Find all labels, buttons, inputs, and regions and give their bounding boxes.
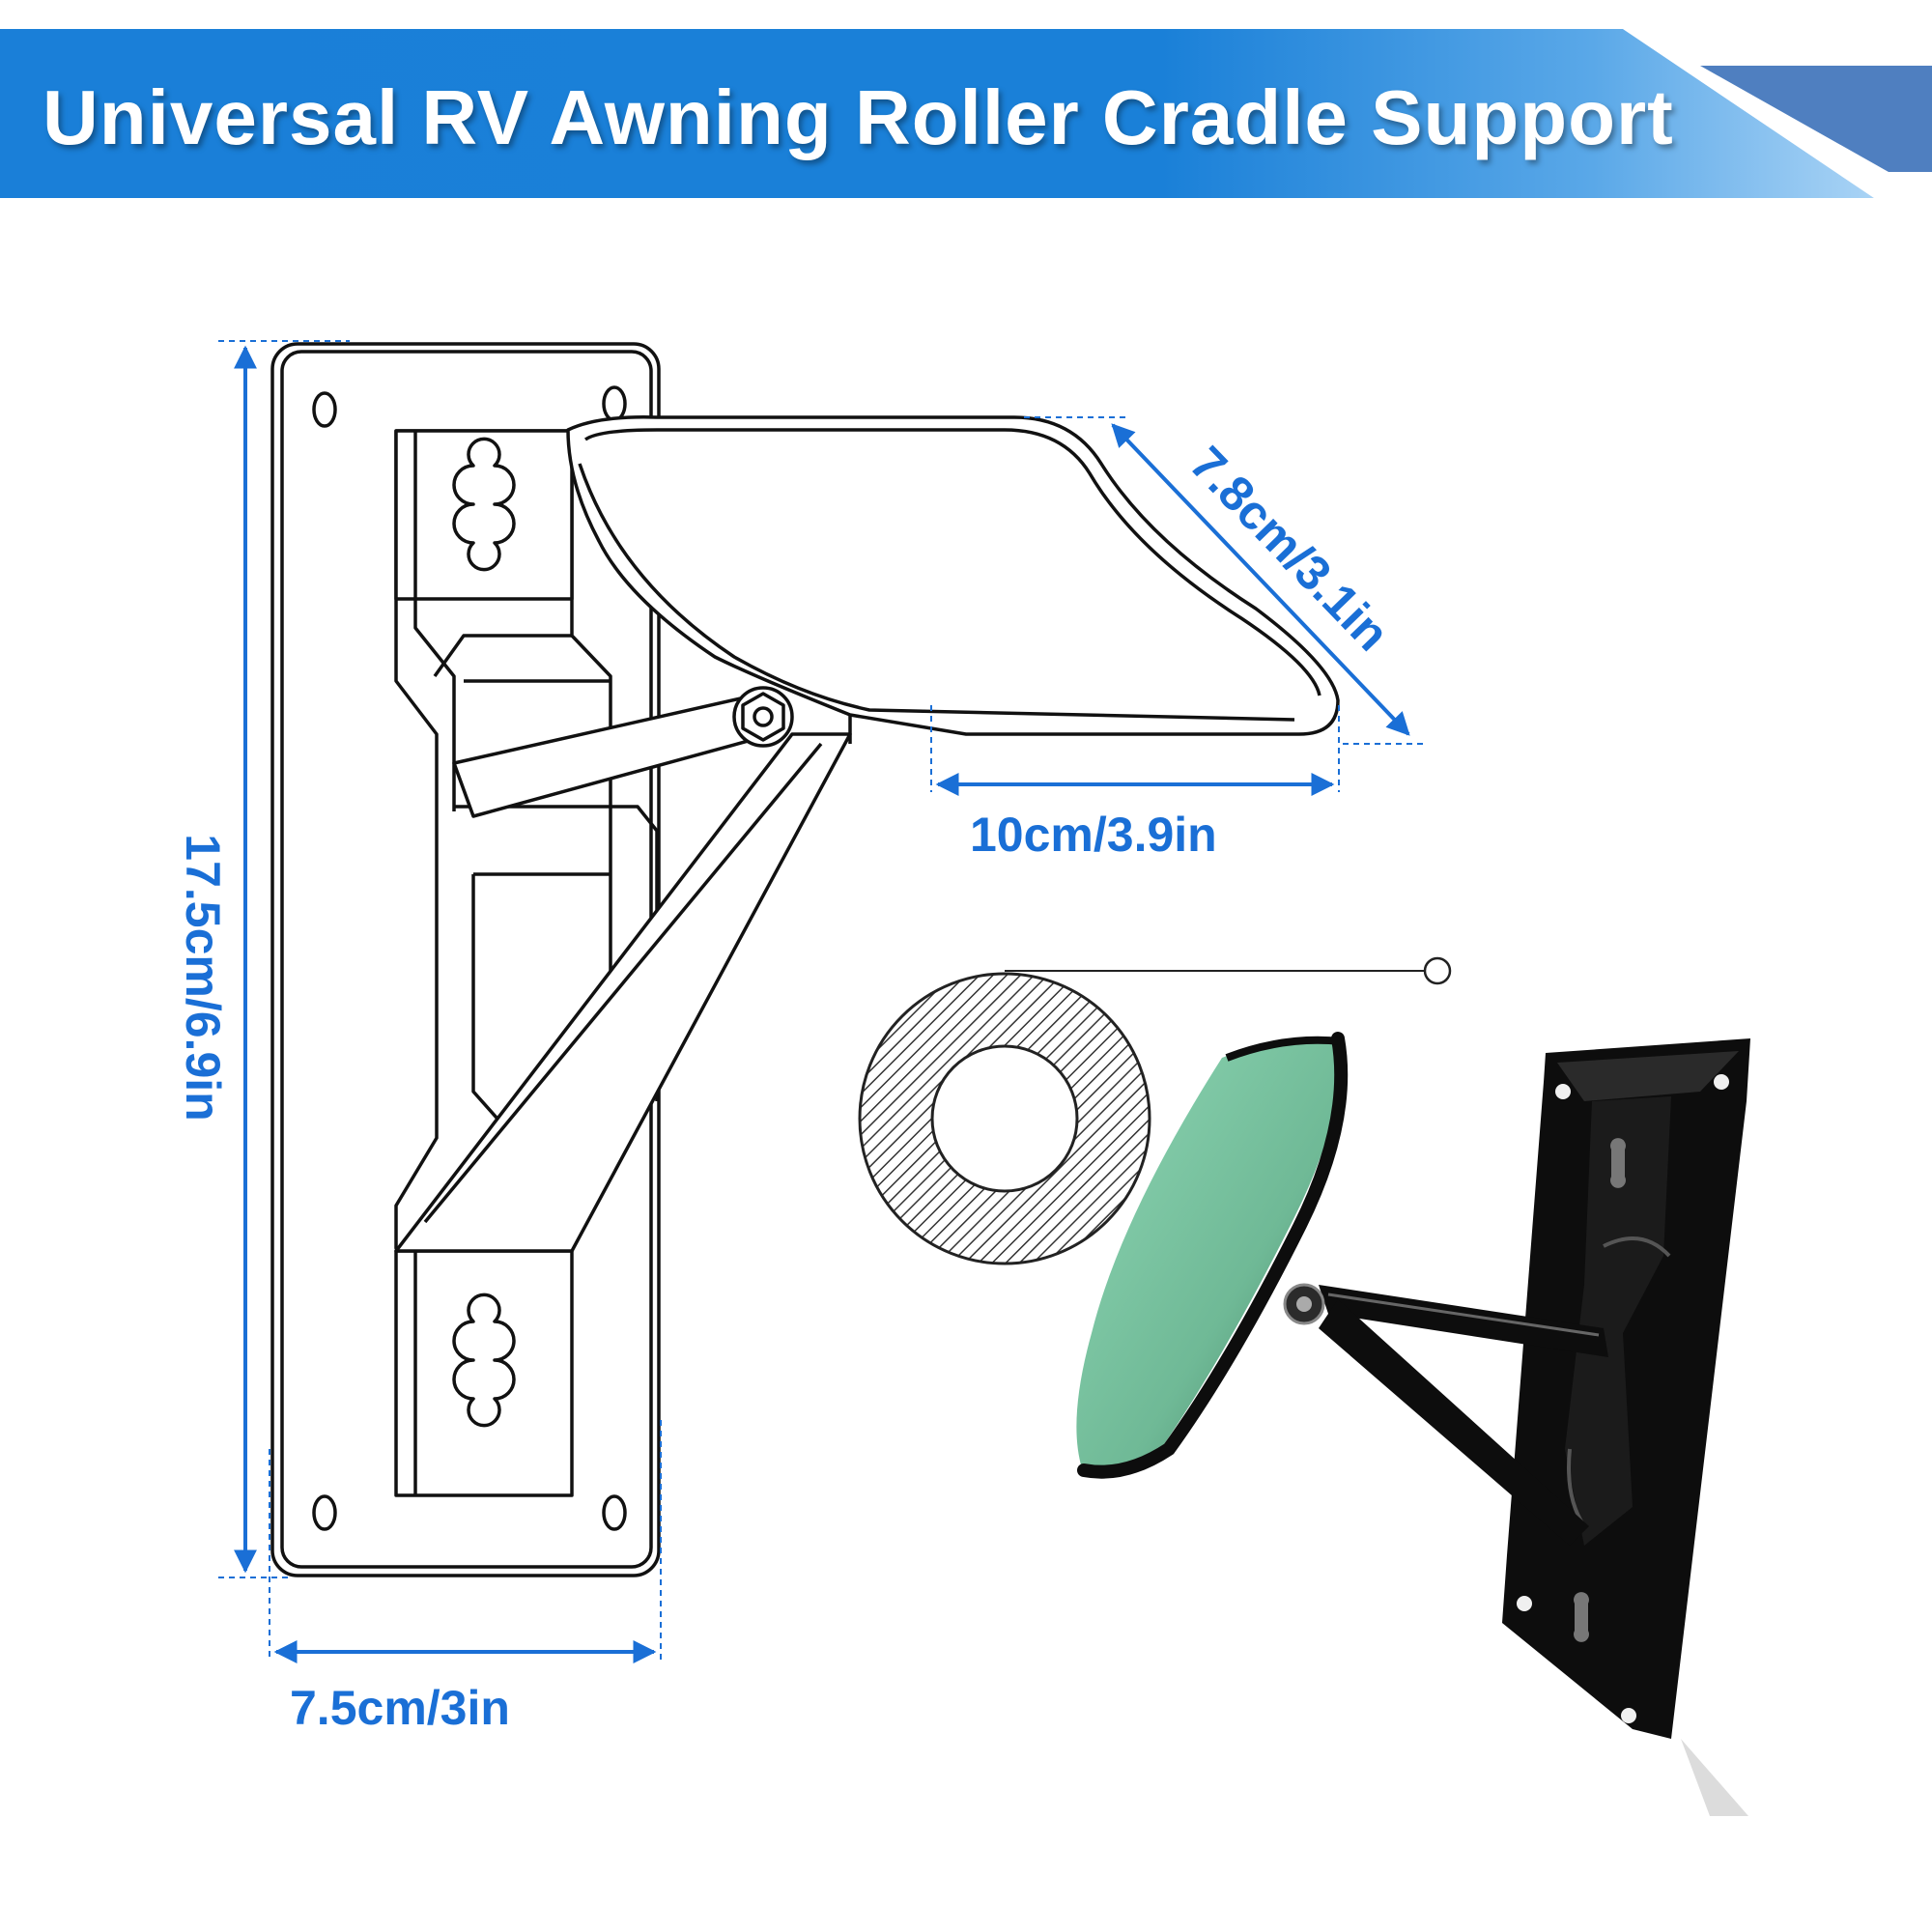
height-dimension-label: 17.5cm/6.9in — [176, 834, 230, 1122]
mount-hole — [312, 1494, 337, 1531]
mount-hole — [1621, 1708, 1636, 1723]
keyhole-slot — [452, 1293, 516, 1428]
callout-dot — [1423, 956, 1452, 985]
cradle-depth-dimension-line — [1111, 423, 1410, 736]
mount-hole — [312, 391, 337, 428]
cradle-length-dimension-label: 10cm/3.9in — [970, 808, 1217, 862]
product-photo — [1076, 1032, 1750, 1816]
mount-hole — [1517, 1596, 1532, 1611]
mount-hole — [1555, 1084, 1571, 1099]
header-banner — [0, 29, 1932, 198]
black-base-plate — [1502, 1038, 1750, 1739]
keyhole-slot — [452, 437, 516, 572]
page-title: Universal RV Awning Roller Cradle Suppor… — [43, 74, 1674, 160]
dimension-lines — [218, 340, 1425, 1663]
green-cradle-pad — [1076, 1037, 1340, 1469]
mount-hole — [602, 1494, 627, 1531]
width-dimension-label: 7.5cm/3in — [290, 1681, 510, 1735]
mount-hole — [1714, 1074, 1729, 1090]
awning-roll-cross-section — [858, 956, 1452, 1265]
